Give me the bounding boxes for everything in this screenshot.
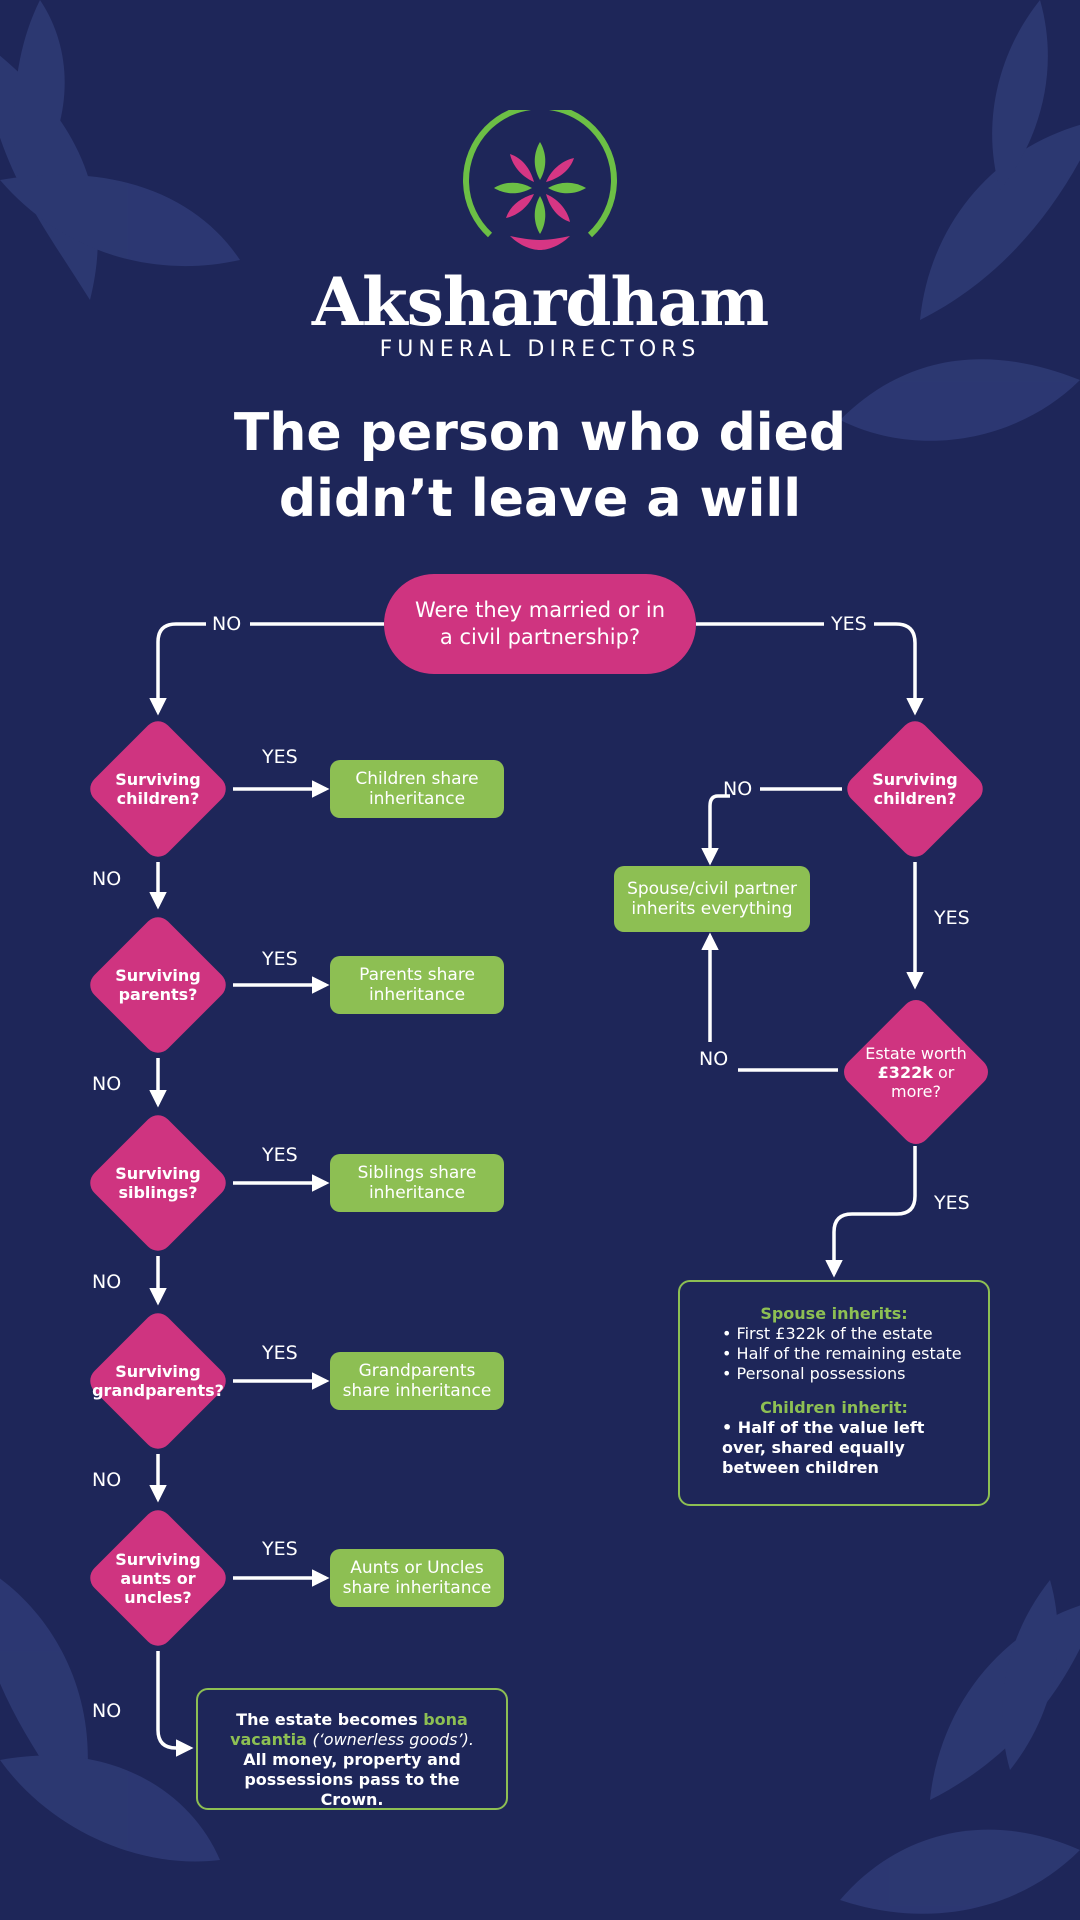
spouse-list: First £322k of the estate Half of the re…: [722, 1324, 968, 1384]
title-line-2: didn’t leave a will: [278, 469, 802, 529]
label-left-no-3: NO: [92, 1271, 122, 1293]
crown-post: All money, property and possessions pass…: [243, 1750, 461, 1809]
brand-name: Akshardham: [311, 263, 769, 341]
crown-gloss: (‘ownerless goods’).: [312, 1730, 474, 1749]
diamond-label: Surviving aunts or uncles?: [115, 1549, 201, 1607]
outcome-children-share: Children share inheritance: [330, 760, 504, 818]
estate-question: Estate worth £322k or more?: [838, 994, 994, 1150]
estate-post: or more?: [891, 1062, 955, 1101]
label-left-yes-2: YES: [262, 948, 298, 970]
label-start-yes: YES: [831, 613, 867, 635]
diamond-label: Surviving children?: [872, 770, 958, 808]
page-title: The person who died didn’t leave a will: [140, 400, 940, 532]
split-inheritance-box: Spouse inherits: First £322k of the esta…: [678, 1280, 990, 1506]
outcome-spouse-inherits-everything: Spouse/civil partner inherits everything: [614, 866, 810, 932]
label-right-yes: YES: [934, 907, 970, 929]
connector-right-no-b: [701, 794, 719, 866]
diamond-surviving-parents: Surviving parents?: [84, 911, 232, 1059]
label-left-yes-4: YES: [262, 1342, 298, 1364]
outcome-siblings-share: Siblings share inheritance: [330, 1154, 504, 1212]
list-item: Personal possessions: [722, 1364, 968, 1384]
spouse-heading: Spouse inherits:: [760, 1304, 908, 1323]
children-text-body: Half of the value left over, shared equa…: [722, 1418, 925, 1477]
label-left-yes-3: YES: [262, 1144, 298, 1166]
diamond-right-surviving-children: Surviving children?: [841, 715, 989, 863]
diamond-label: Surviving parents?: [115, 966, 201, 1004]
connector-start-yes-b: [874, 622, 924, 716]
diamond-label: Surviving siblings?: [115, 1164, 201, 1202]
label-right-no: NO: [723, 778, 753, 800]
lotus-logo-icon: [463, 110, 617, 250]
outcome-grandparents-share: Grandparents share inheritance: [330, 1352, 504, 1410]
connector-start-no-b: [149, 622, 206, 716]
diamond-estate-worth: Estate worth £322k or more?: [838, 994, 994, 1150]
connector-left-no-5: [156, 1651, 194, 1757]
bona-vacantia-box: The estate becomes bona vacantia (‘owner…: [196, 1688, 508, 1810]
children-text: • Half of the value left over, shared eq…: [722, 1418, 925, 1477]
diamond-label: Surviving grandparents?: [92, 1362, 224, 1400]
outcome-aunts-uncles-share: Aunts or Uncles share inheritance: [330, 1549, 504, 1607]
children-heading: Children inherit:: [760, 1398, 908, 1417]
outcome-parents-share: Parents share inheritance: [330, 956, 504, 1014]
diamond-surviving-children: Surviving children?: [84, 715, 232, 863]
brand-subtitle: FUNERAL DIRECTORS: [379, 337, 701, 362]
label-left-yes-5: YES: [262, 1538, 298, 1560]
list-item: Half of the remaining estate: [722, 1344, 968, 1364]
diamond-surviving-aunts-uncles: Surviving aunts or uncles?: [84, 1504, 232, 1652]
label-left-yes-1: YES: [262, 746, 298, 768]
diamond-surviving-siblings: Surviving siblings?: [84, 1109, 232, 1257]
estate-pre: Estate worth: [865, 1043, 967, 1063]
list-item: First £322k of the estate: [722, 1324, 968, 1344]
label-left-no-4: NO: [92, 1469, 122, 1491]
crown-term: bona vacantia: [230, 1710, 468, 1749]
label-estate-no: NO: [699, 1048, 729, 1070]
start-question: Were they married or in a civil partners…: [384, 574, 696, 674]
label-left-no-2: NO: [92, 1073, 122, 1095]
label-left-no-1: NO: [92, 868, 122, 890]
connector-estate-yes: [825, 1146, 917, 1278]
crown-pre: The estate becomes: [236, 1710, 418, 1729]
title-line-1: The person who died: [233, 403, 847, 463]
diamond-label: Surviving children?: [115, 770, 201, 808]
diamond-surviving-grandparents: Surviving grandparents?: [84, 1307, 232, 1455]
label-left-no-5: NO: [92, 1700, 122, 1722]
estate-amount: £322k: [877, 1062, 933, 1082]
label-start-no: NO: [212, 613, 242, 635]
label-estate-yes: YES: [934, 1192, 970, 1214]
